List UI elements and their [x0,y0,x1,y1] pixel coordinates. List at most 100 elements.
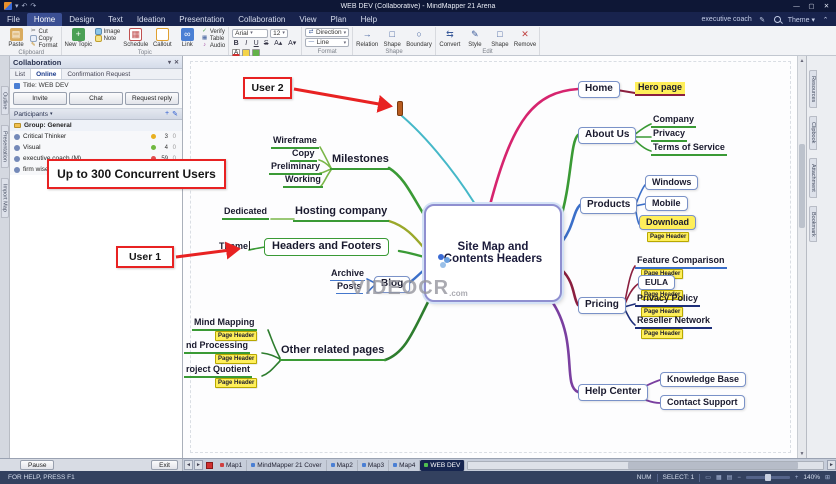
font-style-i[interactable]: I [245,39,248,47]
hscroll-right-icon[interactable]: ► [827,460,836,470]
close-button[interactable]: ✕ [823,3,830,10]
mindmap-node-products[interactable]: Products [580,197,638,214]
collab-tab-online[interactable]: Online [30,69,63,79]
mindmap-node-dedicated[interactable]: Dedicated [222,206,270,221]
mindmap-node-terms-of-service[interactable]: Terms of Service [651,142,727,157]
schedule-button[interactable]: ▦Schedule [123,28,149,48]
font-style-s[interactable]: S [263,39,269,47]
minimize-button[interactable]: — [793,2,800,10]
remove-button[interactable]: ✕Remove [513,29,537,49]
paste-button[interactable]: ▤Paste [8,28,24,48]
mindmap-node-privacy-policy[interactable]: Privacy Policy [635,293,701,308]
mindmap-node-windows[interactable]: Windows [645,175,699,191]
panel-pin-icon[interactable]: ▾ [167,59,171,66]
mindmap-node-wireframe[interactable]: Wireframe [271,135,319,150]
font-shrink-button[interactable]: A▾ [288,40,297,47]
sort-icon[interactable]: ▾ [49,111,53,117]
mindmap-node-contact-support[interactable]: Contact Support [660,395,745,411]
search-icon[interactable] [773,15,782,24]
menu-tab-file[interactable]: File [7,15,20,24]
quick-save-icon[interactable]: ▾ [15,3,19,10]
theme-menu[interactable]: Theme ▾ [787,16,815,24]
font-grow-button[interactable]: A▴ [274,40,283,47]
zoom-out-icon[interactable]: − [737,474,741,481]
mindmap-node-mobile[interactable]: Mobile [645,196,688,212]
line-dropdown[interactable]: —Line▾ [305,38,350,47]
horizontal-scroll-thumb[interactable] [628,461,799,469]
mindmap-node-tag-eula[interactable]: Page Header [641,290,684,300]
tab-scroll-left-icon[interactable]: ◄ [184,460,193,470]
mindmap-node-knowledge-base[interactable]: Knowledge Base [660,372,747,388]
mindmap-node-privacy[interactable]: Privacy [651,128,688,143]
scroll-down-icon[interactable]: ▼ [799,450,805,457]
mindmap-node-headers-and-footers[interactable]: Headers and Footers [264,238,390,256]
mindmap-node-copy-node[interactable]: Copy [290,148,317,163]
shape-button[interactable]: □Shape [383,29,401,49]
view-grid-icon[interactable]: ▦ [715,475,722,481]
right-strip-tab-attachment[interactable]: Attachment [809,157,817,198]
mindmap-node-download[interactable]: Download [639,215,696,231]
menu-tab-ideation[interactable]: Ideation [136,15,166,24]
request-reply-button[interactable]: Request reply [125,92,179,105]
format-button[interactable]: ✎Format [30,41,58,49]
participant-group-row[interactable]: Group: General [10,120,182,131]
view-normal-icon[interactable]: ▭ [705,475,711,481]
map-tab-mindmapper-21-cover[interactable]: MindMapper 21 Cover [247,459,327,471]
mindmap-node-home[interactable]: Home [578,81,620,98]
scroll-up-icon[interactable]: ▲ [799,57,805,64]
link-button[interactable]: ∞Link [180,28,194,48]
vertical-scroll-thumb[interactable] [799,144,805,228]
exit-button[interactable]: Exit [151,460,178,470]
boundary-button[interactable]: ○Boundary [406,29,432,49]
map-tab-map1[interactable]: Map1 [216,459,248,471]
menu-tab-plan[interactable]: Plan [330,15,347,24]
callout-button[interactable]: Callout [151,27,173,48]
map-tab-map4[interactable]: Map4 [389,459,421,471]
collab-tab-confirmation-request[interactable]: Confirmation Request [67,70,131,78]
mindmap-node-nd-processing[interactable]: nd Processing [184,340,251,355]
cut-button[interactable]: ✂Cut [30,27,48,35]
mindmap-center-topic[interactable]: Site Map and Contents Headers [424,204,562,302]
right-strip-tab-resources[interactable]: Resources [809,70,817,109]
horizontal-scrollbar[interactable] [467,460,824,470]
add-participant-icon[interactable]: + [165,110,170,117]
right-strip-tab-clipbook[interactable]: Clipbook [809,116,817,150]
zoom-slider[interactable] [745,474,790,481]
menu-tab-text[interactable]: Text [108,15,123,24]
mindmap-node-pricing[interactable]: Pricing [578,297,626,314]
redo-icon[interactable]: ↷ [30,3,37,10]
mindmap-node-hero-page[interactable]: Hero page [635,82,686,97]
left-strip-tab-presentation[interactable]: Presentation [0,125,9,169]
left-strip-tab-import-map[interactable]: Import Map [0,178,9,219]
mindmap-node-tag-reseller-network[interactable]: Page Header [641,329,684,339]
vertical-scrollbar[interactable]: ▲ ▼ [797,56,806,458]
collab-tab-list[interactable]: List [15,70,26,78]
zoom-slider-thumb[interactable] [764,474,771,481]
left-strip-tab-outline[interactable]: Outline [0,86,9,116]
edit-icon[interactable]: ✎ [759,16,766,24]
mindmap-node-tag-mind-mapping[interactable]: Page Header [215,331,258,341]
invite-button[interactable]: Invite [13,92,67,105]
menu-tab-design[interactable]: Design [69,15,95,24]
menu-tab-presentation[interactable]: Presentation [179,15,225,24]
font-size-select[interactable]: 12▾ [270,28,289,38]
mindmap-node-working[interactable]: Working [283,174,323,189]
shape-button[interactable]: □Shape [491,29,509,49]
mindmap-node-reseller-network[interactable]: Reseller Network [635,315,713,330]
copy-button[interactable]: Copy [30,35,58,42]
menu-tab-view[interactable]: View [299,15,317,24]
view-outline-icon[interactable]: ▤ [726,475,733,481]
mindmap-node-tag-nd-processing[interactable]: Page Header [215,354,258,364]
menu-tab-home[interactable]: Home [26,13,63,26]
image-button[interactable]: Image [95,28,120,35]
mindmap-node-tag-download[interactable]: Page Header [647,232,690,242]
mindmap-node-archive[interactable]: Archive [330,268,366,282]
mindmap-node-eula[interactable]: EULA [638,275,676,290]
pause-button[interactable]: Pause [20,460,55,470]
fit-to-window-icon[interactable]: ⊞ [824,475,830,481]
mindmap-node-milestones[interactable]: Milestones [330,153,391,170]
